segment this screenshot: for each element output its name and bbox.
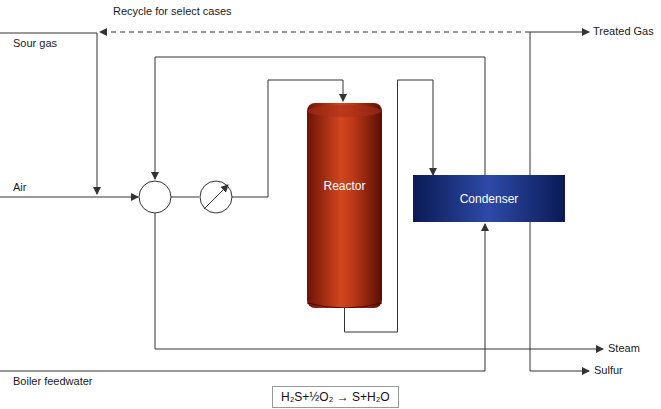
recycle-line <box>100 32 530 33</box>
condenser-box: Condenser <box>413 175 565 222</box>
sulfur-line <box>530 222 589 371</box>
reactor-vessel: Reactor <box>307 103 382 308</box>
sour-gas-line <box>0 33 97 194</box>
equation-box: H₂S+½O₂ → S+H₂O <box>272 386 399 408</box>
node-text: H₂S+½O₂ → S+H₂O <box>281 390 390 404</box>
treated-gas-line <box>530 32 589 175</box>
node-text: Reactor <box>307 179 382 193</box>
node-text: Condenser <box>413 192 565 206</box>
stream-label: Recycle for select cases <box>113 5 232 18</box>
stream-label: Sour gas <box>13 37 57 50</box>
stream-label: Boiler feedwater <box>13 375 93 388</box>
mixer-line <box>171 197 199 198</box>
stream-label: Steam <box>608 342 640 355</box>
stream-label: Sulfur <box>594 364 623 377</box>
stream-label: Treated Gas <box>593 25 654 38</box>
stream-label: Air <box>13 181 26 194</box>
feedwater-line <box>0 224 485 371</box>
air-line <box>0 197 138 198</box>
mixer-symbol <box>139 181 171 213</box>
heat-exchanger-arrow <box>204 185 228 209</box>
heat-exchanger-symbol <box>200 181 232 213</box>
vessel-shape <box>307 103 382 308</box>
